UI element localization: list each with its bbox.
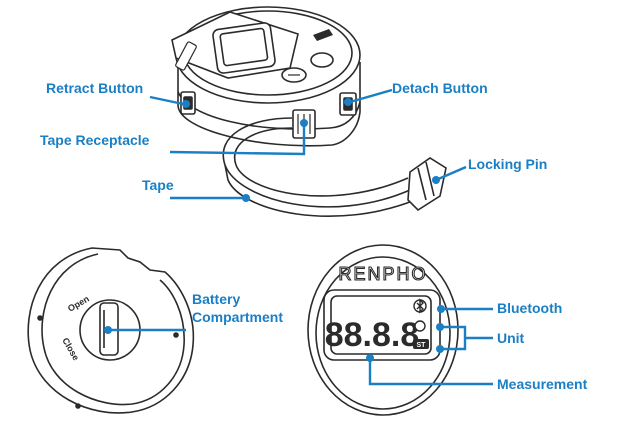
bluetooth-icon (413, 298, 427, 314)
callout-lines (108, 88, 493, 386)
label-tape-receptacle: Tape Receptacle (40, 132, 150, 148)
label-battery-line2: Compartment (192, 309, 284, 325)
callout-detach-line (349, 88, 393, 104)
tape-measure-device (171, 6, 361, 147)
label-tape: Tape (142, 177, 174, 193)
label-bluetooth: Bluetooth (497, 300, 563, 316)
unit-st-text: ST (417, 342, 427, 349)
top-brand-logo (175, 41, 197, 71)
label-locking-pin: Locking Pin (468, 156, 548, 172)
locking-pin (407, 157, 447, 212)
unit-indicator-icon (413, 320, 429, 349)
tape-band (222, 117, 419, 217)
lcd-digits: 88.8.8 (325, 316, 420, 354)
callout-receptacle-line (169, 124, 306, 156)
label-detach-button: Detach Button (392, 80, 488, 96)
label-battery-line1: Battery (192, 291, 241, 307)
callout-retract-line (149, 95, 184, 106)
callout-dots (104, 98, 445, 362)
callout-measurement-line (368, 358, 493, 386)
label-measurement: Measurement (497, 376, 588, 392)
label-unit: Unit (497, 330, 525, 346)
callout-lockingpin-line (435, 165, 467, 182)
label-retract-button: Retract Button (46, 80, 144, 96)
front-brand-logo: RENPHO (338, 264, 427, 284)
device-front-view (307, 244, 459, 416)
